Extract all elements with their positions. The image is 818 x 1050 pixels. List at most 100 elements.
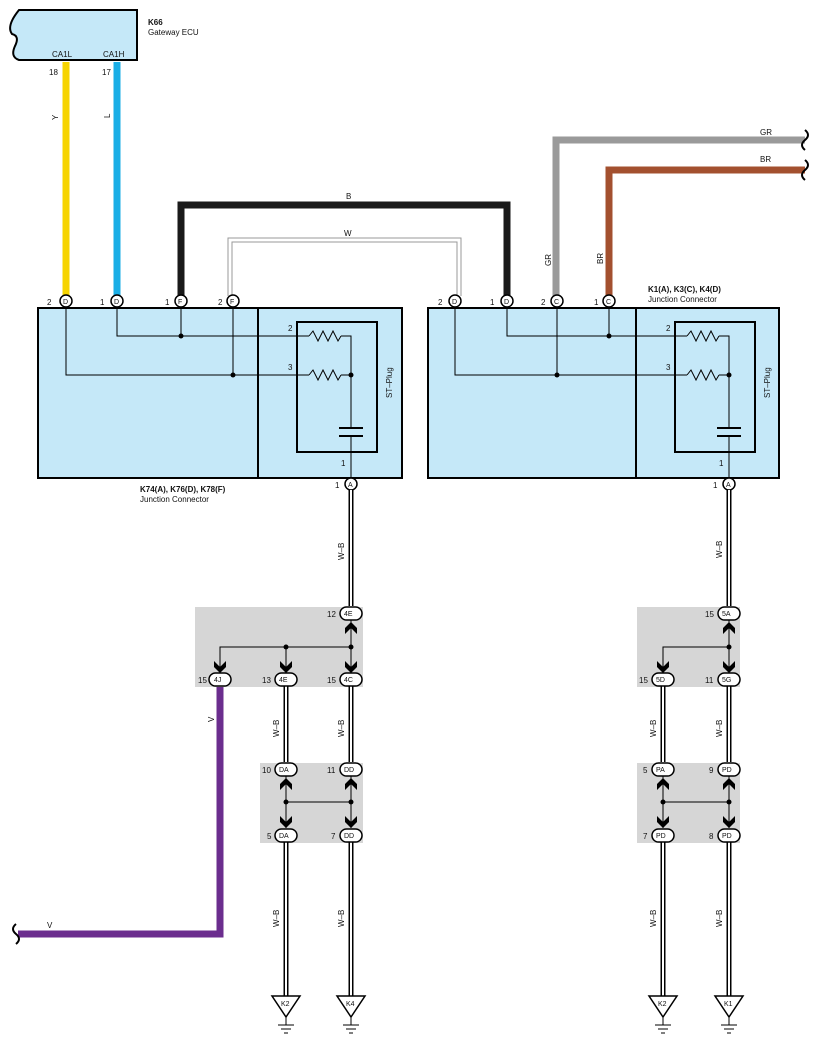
ground-icon: K2 [270,995,302,1034]
ecu-id: K66 [148,18,163,27]
wire-label-br-horiz: BR [760,155,771,164]
left-r1-pin: 2 [288,324,293,333]
right-block-title: K1(A), K3(C), K4(D) [648,285,721,294]
jda-out-1-code: DD [344,833,354,840]
jda-in-0-pin: 10 [262,766,271,775]
ground-icon: K4 [335,995,367,1034]
left-bottom-pin: 1 [335,481,340,490]
jl-top-pin: 12 [327,610,336,619]
jr-out-0-pin: 15 [639,676,648,685]
left-cap-pin: 1 [341,459,346,468]
jl-out-2-pin: 15 [327,676,336,685]
wb-labels: W–B W–B W–B W–B W–B W–B W–B W–B W–B W–B [272,541,724,927]
right-block-subtitle: Junction Connector [648,295,717,304]
jpa-in-0-code: PA [656,767,665,774]
ground-label-0: K2 [281,1001,290,1008]
jr-out-1-pin: 11 [705,676,714,685]
jpa-out-0-code: PD [656,833,666,840]
wb-label-dd: W–B [337,910,346,927]
wire-label-gr-vert: GR [544,254,553,266]
left-top-code-1: D [114,299,119,306]
jda-out-0-code: DA [279,833,289,840]
jpa-in-1-code: PD [722,767,732,774]
right-top-code-3: C [606,299,611,306]
wire-break-marks [12,129,809,945]
ecu-terminal-ca1h: CA1H [103,50,125,59]
right-r1-pin: 2 [666,324,671,333]
right-top-code-0: D [452,299,457,306]
wire-b [177,201,511,296]
chevron-icons [214,622,735,828]
jl-out-0-pin: 15 [198,676,207,685]
jl-out-1-pin: 13 [262,676,271,685]
left-block-subtitle: Junction Connector [140,495,209,504]
wb-wires [283,490,732,996]
jda-out-1-pin: 7 [331,832,336,841]
wb-label-pd: W–B [715,910,724,927]
right-r2-pin: 3 [666,363,671,372]
left-top-code-3: F [230,299,234,306]
colored-wires [18,62,805,938]
jl-out-2-code: 4C [344,677,353,684]
jpa-out-1-code: PD [722,833,732,840]
wire-label-v-vert: V [207,716,216,722]
right-junction-block: 2 3 1 ST–Plug K1(A), K3(C), K4(D) Juncti… [427,285,780,496]
wire-label-l: L [103,113,112,118]
left-top-pin-2: 1 [165,298,170,307]
wb-label-right: W–B [715,541,724,558]
left-top-code-2: F [178,299,182,306]
wb-label-5g: W–B [715,720,724,737]
right-top-code-2: C [554,299,559,306]
jl-out-0-code: 4J [214,677,221,684]
connector-tags: 12 4E 15 4J 13 4E 15 4C 15 5A 15 5D 11 5… [198,606,741,843]
left-st-plug-label: ST–Plug [385,367,394,398]
right-bottom-pin: 1 [713,481,718,490]
wb-label-5d: W–B [649,720,658,737]
wb-label-4c: W–B [337,720,346,737]
wire-label-y: Y [51,114,60,120]
wb-label-4e: W–B [272,720,281,737]
right-top-code-1: D [504,299,509,306]
jpa-out-0-pin: 7 [643,832,648,841]
jpa-in-1-pin: 9 [709,766,714,775]
jpa-in-0-pin: 5 [643,766,648,775]
right-top-pin-2: 2 [541,298,546,307]
jr-top-pin: 15 [705,610,714,619]
jr-top-code: 5A [722,611,731,618]
left-top-pin-0: 2 [47,298,52,307]
ground-symbols: K2 K4 K2 K1 [270,995,745,1034]
jl-out-1-code: 4E [279,677,288,684]
left-block-title: K74(A), K76(D), K78(F) [140,485,226,494]
wire-v [18,686,224,938]
ground-icon: K2 [647,995,679,1034]
right-top-pin-0: 2 [438,298,443,307]
wb-label-left: W–B [337,543,346,560]
left-top-code-0: D [63,299,68,306]
jpa-out-1-pin: 8 [709,832,714,841]
jda-out-0-pin: 5 [267,832,272,841]
right-cap-pin: 1 [719,459,724,468]
wire-label-w: W [344,229,352,238]
jda-in-1-pin: 11 [327,766,336,775]
ecu-pin-18: 18 [49,68,58,77]
left-junction-block: 2 3 1 ST–Plug K74(A), K76(D), K78(F) Jun… [37,294,403,504]
left-top-pin-1: 1 [100,298,105,307]
wb-label-pa: W–B [649,910,658,927]
wire-label-b: B [346,192,351,201]
wire-label-v-horiz: V [47,921,53,930]
ground-icon: K1 [713,995,745,1034]
jda-in-1-code: DD [344,767,354,774]
wire-gr [552,136,805,296]
wire-br [605,166,805,296]
wire-label-gr-horiz: GR [760,128,772,137]
wire-w-outer [227,237,462,296]
joint-dots [283,644,732,805]
wire-label-br-vert: BR [596,253,605,264]
right-top-pin-3: 1 [594,298,599,307]
left-bottom-code: A [348,482,353,489]
ecu-name: Gateway ECU [148,28,199,37]
ecu-pin-17: 17 [102,68,111,77]
wire-w-inner [228,238,461,296]
jr-out-1-code: 5G [722,677,731,684]
